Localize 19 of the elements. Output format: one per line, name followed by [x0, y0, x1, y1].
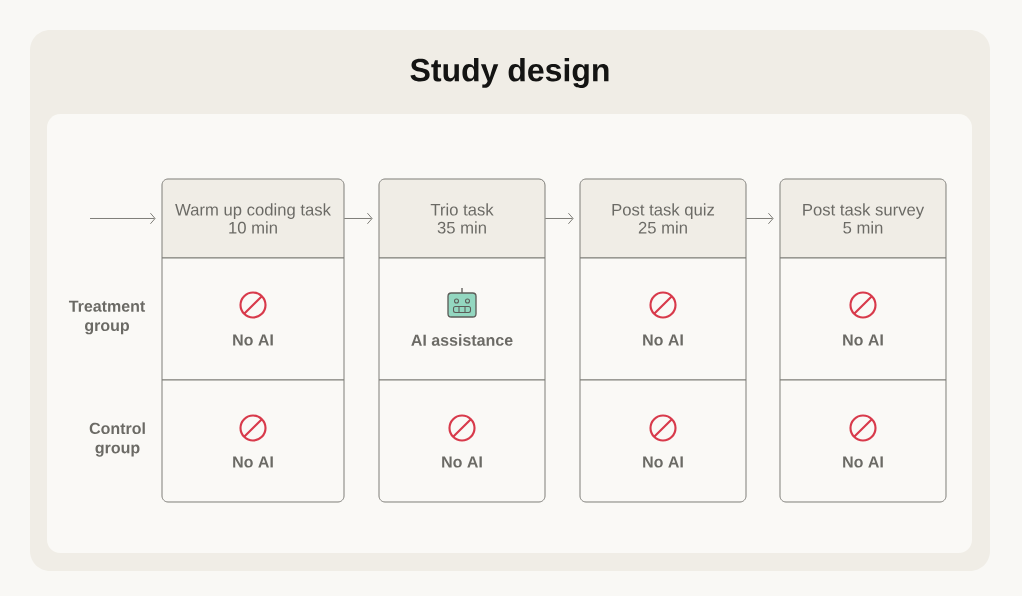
arrow [89, 212, 156, 225]
condition-cell: No AI [378, 379, 546, 503]
condition-cell: No AI [779, 257, 947, 381]
row-label: Control group [89, 422, 145, 457]
condition-cell: No AI [161, 257, 345, 381]
condition-cell: No AI [579, 379, 747, 503]
condition-cell: AI assistance [378, 257, 546, 381]
row-label: Treatment group [68, 300, 146, 335]
condition-cell: No AI [161, 379, 345, 503]
condition-cell: No AI [579, 257, 747, 381]
arrow [745, 212, 774, 225]
arrow [343, 212, 373, 225]
task-header: Trio task 35 min [378, 178, 546, 259]
condition-cell: No AI [779, 379, 947, 503]
task-header: Post task quiz 25 min [579, 178, 747, 259]
task-header: Post task survey 5 min [779, 178, 947, 259]
title: Study design [410, 58, 609, 88]
arrow [544, 212, 574, 225]
task-header: Warm up coding task 10 min [161, 178, 345, 259]
